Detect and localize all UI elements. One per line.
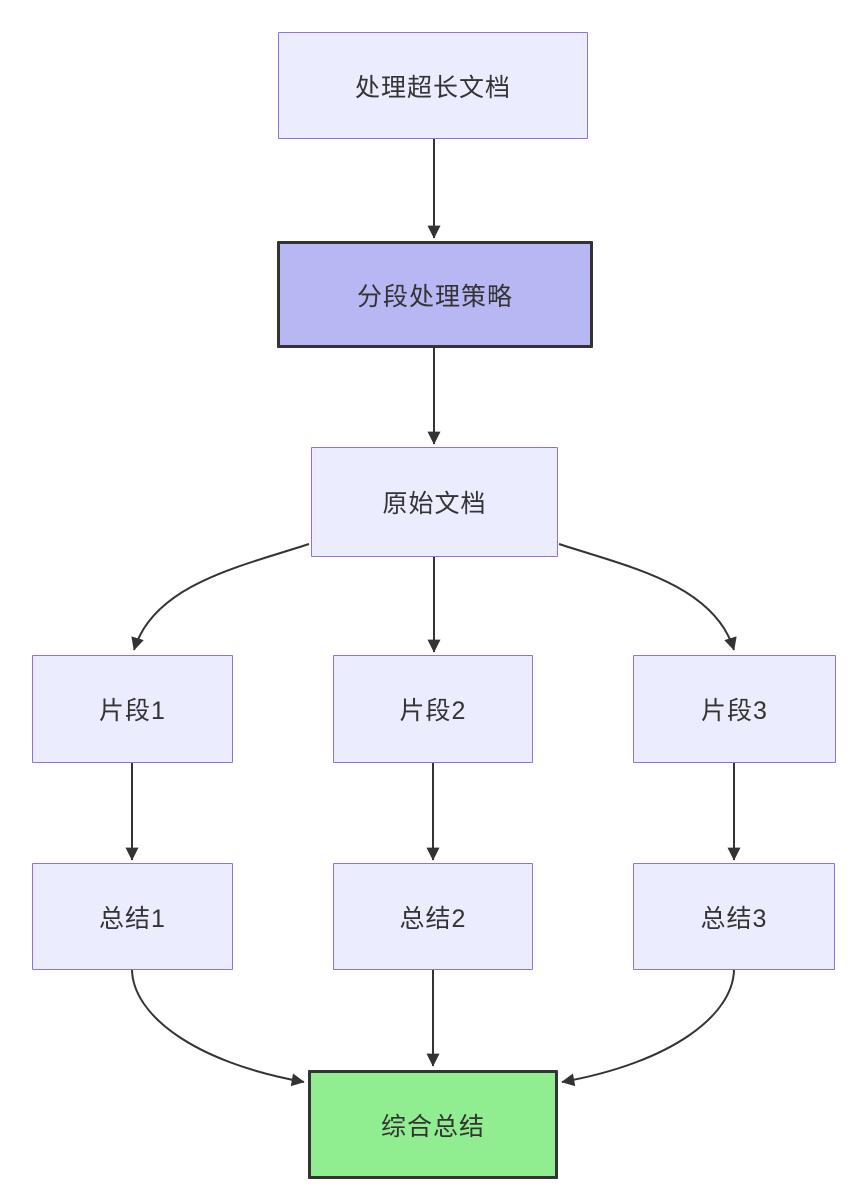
node-fragment-2: 片段2 (333, 655, 533, 763)
node-fragment-1: 片段1 (32, 655, 233, 763)
node-summary-1: 总结1 (32, 863, 233, 970)
node-label: 原始文档 (382, 490, 487, 518)
edge-original-to-fragment1 (131, 543, 310, 651)
node-label: 总结2 (399, 904, 467, 933)
node-label: 综合总结 (380, 1112, 485, 1141)
edge-summary3-to-final (561, 969, 735, 1087)
node-segmentation-strategy: 分段处理策略 (277, 241, 593, 348)
node-label: 片段2 (399, 697, 467, 725)
node-label: 片段3 (701, 697, 768, 725)
edge-original-to-fragment3 (558, 543, 737, 651)
node-original-document: 原始文档 (311, 447, 558, 557)
node-label: 分段处理策略 (356, 282, 513, 311)
node-label: 处理超长文档 (354, 73, 511, 102)
node-fragment-3: 片段3 (633, 655, 836, 763)
node-process-long-document: 处理超长文档 (278, 32, 588, 139)
node-summary-3: 总结3 (633, 863, 835, 970)
node-final-summary: 综合总结 (308, 1070, 558, 1179)
node-label: 总结3 (700, 904, 768, 933)
node-label: 总结1 (99, 904, 166, 933)
node-summary-2: 总结2 (333, 863, 533, 970)
node-label: 片段1 (99, 697, 166, 725)
edge-summary1-to-final (131, 969, 305, 1087)
